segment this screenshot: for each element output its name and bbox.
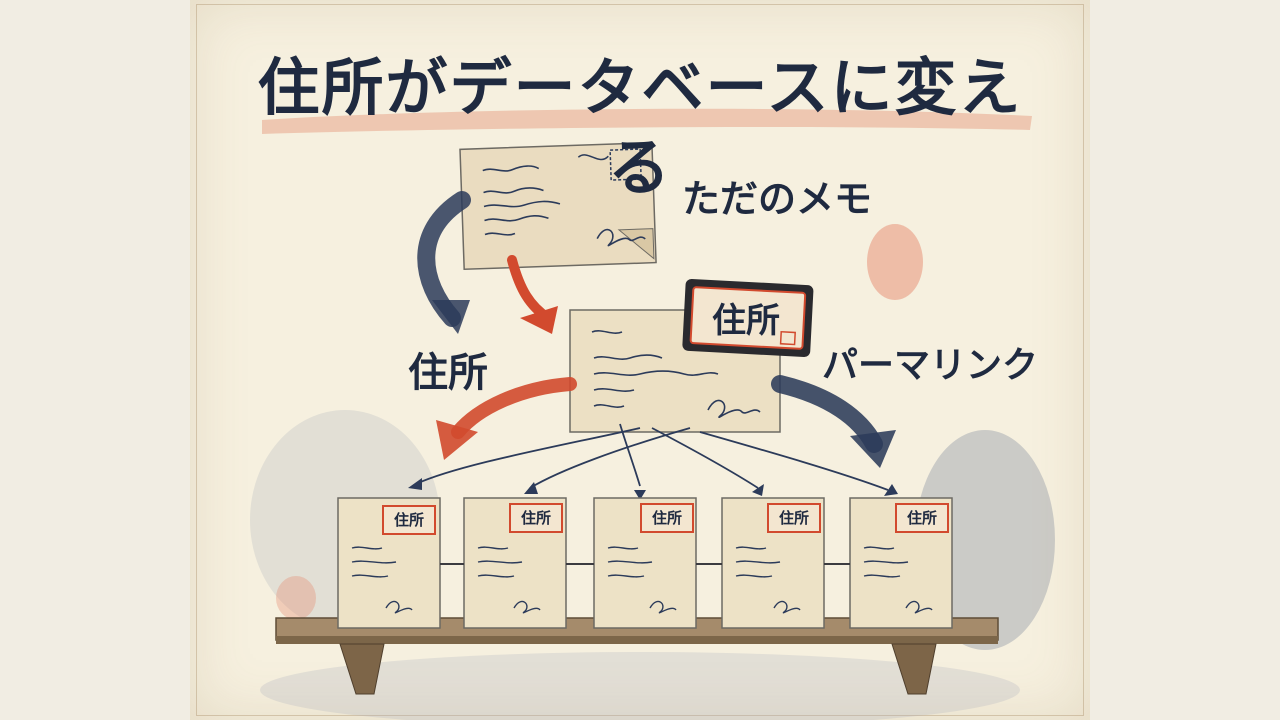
signature-icon (773, 600, 801, 614)
address-card-1 (337, 497, 441, 629)
card-badge-text-3: 住所 (651, 509, 682, 527)
red-arrow-left (451, 377, 577, 439)
address-badge (682, 279, 814, 357)
card-badge-text-4: 住所 (778, 509, 809, 527)
central-card (569, 309, 781, 433)
memo-label: ただのメモ (682, 177, 873, 221)
signature-icon (707, 399, 761, 419)
card-badge-text-1: 住所 (393, 511, 424, 529)
address-card-5 (849, 497, 953, 629)
address-card-4 (721, 497, 825, 629)
card-badge-text-5: 住所 (906, 509, 937, 527)
stamp-icon (609, 148, 642, 181)
red-splash-left (276, 576, 316, 620)
ink-wash-bottom (260, 652, 1020, 720)
seal-icon (779, 330, 796, 346)
memo-card (459, 141, 657, 271)
red-arrow-center (507, 255, 553, 323)
page-title: 住所がデータベースに変える (257, 51, 1023, 204)
address-card-3 (593, 497, 697, 629)
signature-icon (596, 228, 646, 247)
red-splash (867, 224, 923, 300)
parchment-edge (196, 4, 1084, 716)
signature-icon (905, 600, 933, 614)
signature-icon (385, 600, 413, 614)
address-badge-text: 住所 (712, 301, 780, 341)
link-arrows (415, 423, 889, 491)
signature-icon (649, 600, 677, 614)
signature-icon (513, 600, 541, 614)
card-badge-text-2: 住所 (520, 509, 551, 527)
title-underline-stroke (262, 108, 1032, 134)
address-label: 住所 (408, 350, 488, 396)
permalink-label: パーマリンク (822, 345, 1039, 386)
